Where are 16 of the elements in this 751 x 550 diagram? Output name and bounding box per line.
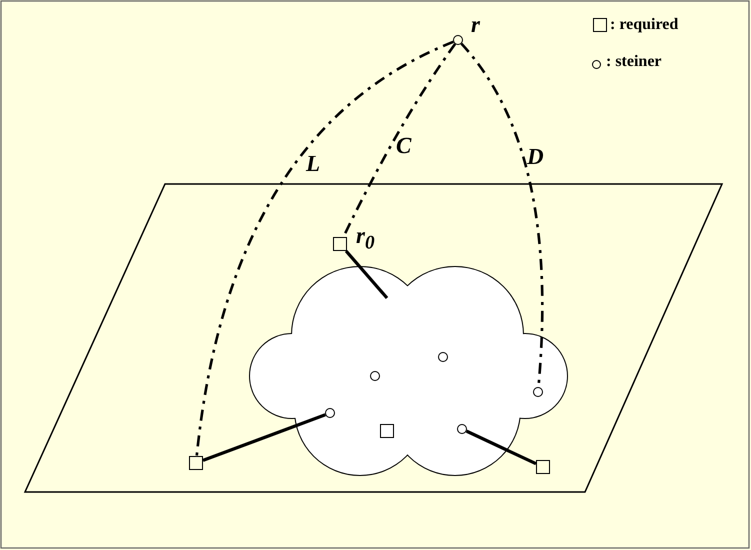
steiner-node	[453, 35, 463, 45]
edge-label: L	[306, 152, 320, 175]
required-node	[333, 237, 347, 251]
required-node	[189, 456, 203, 470]
required-node	[380, 424, 394, 438]
edge-label: D	[527, 145, 544, 168]
tree-edge	[344, 250, 388, 300]
tree-edge	[202, 413, 326, 462]
legend-text: : steiner	[606, 54, 662, 70]
dash-dot-path	[195, 40, 454, 456]
node-label: r	[471, 13, 480, 36]
legend-text: : required	[610, 17, 678, 33]
tree-edge	[466, 430, 537, 466]
cloud-shape	[249, 266, 568, 476]
node-label: r$_{0}$	[356, 224, 375, 253]
edge-label: C	[396, 134, 412, 157]
